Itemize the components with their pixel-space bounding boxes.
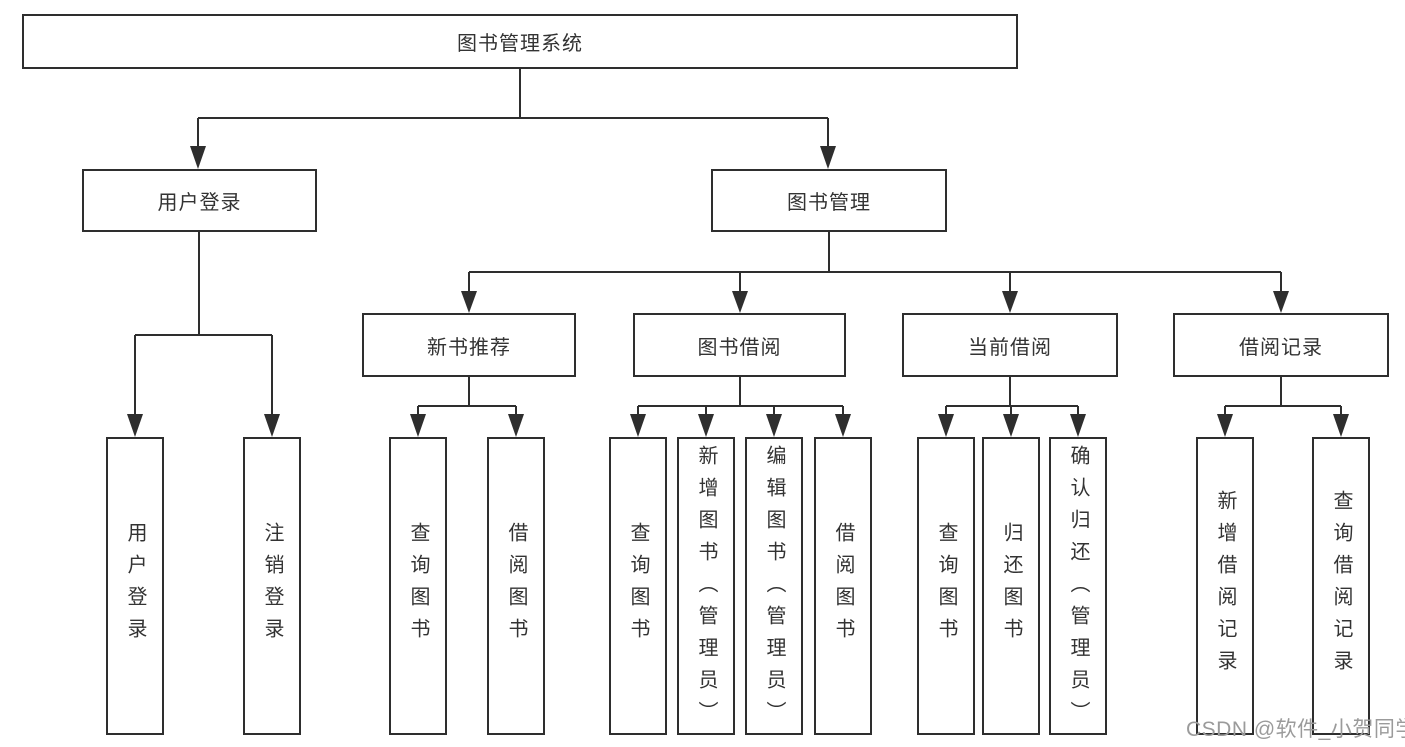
arrowhead-icon: [1003, 414, 1019, 437]
arrowhead-icon: [698, 414, 714, 437]
leaf-borrow-books-recommend: 借阅图书: [487, 437, 545, 735]
arrowhead-icon: [461, 291, 477, 313]
arrowhead-icon: [264, 414, 280, 437]
leaf-add-books-admin: 新增图书（管理员）: [677, 437, 735, 735]
node-book-borrowing: 图书借阅: [633, 313, 846, 377]
node-borrow-records: 借阅记录: [1173, 313, 1389, 377]
node-current-borrowing: 当前借阅: [902, 313, 1118, 377]
arrowhead-icon: [1217, 414, 1233, 437]
arrowhead-icon: [732, 291, 748, 313]
node-user-login: 用户登录: [82, 169, 317, 232]
arrowhead-icon: [766, 414, 782, 437]
arrowhead-icon: [1070, 414, 1086, 437]
arrowhead-icon: [835, 414, 851, 437]
arrowhead-icon: [1333, 414, 1349, 437]
arrowhead-icon: [127, 414, 143, 437]
leaf-borrow-books: 借阅图书: [814, 437, 872, 735]
node-new-book-recommend: 新书推荐: [362, 313, 576, 377]
leaf-query-borrow-record: 查询借阅记录: [1312, 437, 1370, 735]
leaf-logout: 注销登录: [243, 437, 301, 735]
leaf-add-borrow-record: 新增借阅记录: [1196, 437, 1254, 735]
arrowhead-icon: [508, 414, 524, 437]
leaf-confirm-return-admin: 确认归还（管理员）: [1049, 437, 1107, 735]
arrowhead-icon: [1273, 291, 1289, 313]
leaf-query-books-recommend: 查询图书: [389, 437, 447, 735]
leaf-return-books: 归还图书: [982, 437, 1040, 735]
arrowhead-icon: [1002, 291, 1018, 313]
leaf-edit-books-admin: 编辑图书（管理员）: [745, 437, 803, 735]
arrowhead-icon: [820, 146, 836, 169]
arrowhead-icon: [410, 414, 426, 437]
arrowhead-icon: [938, 414, 954, 437]
leaf-query-books-borrowing: 查询图书: [609, 437, 667, 735]
leaf-query-books-current: 查询图书: [917, 437, 975, 735]
node-book-management: 图书管理: [711, 169, 947, 232]
node-library-management-system: 图书管理系统: [22, 14, 1018, 69]
leaf-user-login: 用户登录: [106, 437, 164, 735]
arrowhead-icon: [190, 146, 206, 169]
arrowhead-icon: [630, 414, 646, 437]
